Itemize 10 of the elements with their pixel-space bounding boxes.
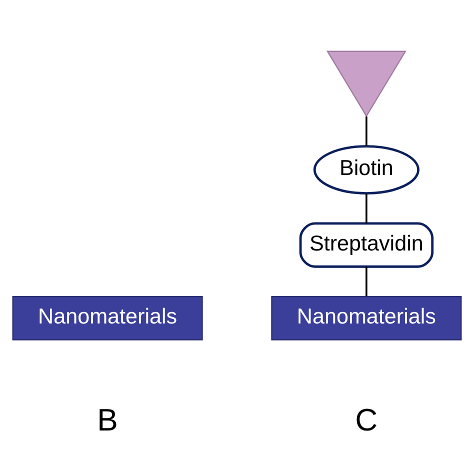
connector — [366, 116, 368, 146]
label: B — [97, 402, 118, 438]
label: C — [355, 402, 378, 438]
node-box: Nanomaterials — [12, 295, 203, 340]
connector — [366, 193, 368, 223]
node-box: Streptavidin — [299, 222, 434, 268]
node-antibody — [326, 50, 406, 117]
connector — [366, 266, 368, 296]
node-ellipse: Biotin — [313, 144, 420, 194]
node-box: Nanomaterials — [271, 295, 462, 340]
